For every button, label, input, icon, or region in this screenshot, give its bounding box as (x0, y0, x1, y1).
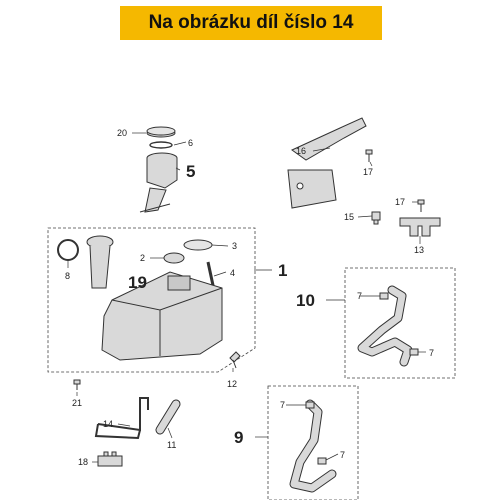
callout-4: 4 (230, 268, 235, 278)
hose-9-group-box (267, 385, 359, 500)
callout-7-b: 7 (429, 348, 434, 358)
callout-17-b: 17 (395, 197, 405, 207)
cap-2-part (163, 252, 185, 264)
callout-2: 2 (140, 253, 145, 263)
callout-1: 1 (278, 261, 287, 280)
callout-7-a: 7 (357, 291, 362, 301)
callout-19: 19 (128, 273, 147, 292)
hose-9-part (289, 399, 337, 493)
part-number-banner: Na obrázku díl číslo 14 (120, 6, 382, 40)
bracket-14-part (94, 397, 149, 440)
callout-3: 3 (232, 241, 237, 251)
bolt-21-part (73, 379, 81, 390)
bolt-12-part (229, 351, 241, 369)
clip-7a-part (379, 292, 389, 300)
callout-5: 5 (186, 162, 195, 181)
callout-10: 10 (296, 291, 315, 310)
fuel-filter-19-part (86, 235, 114, 289)
callout-13: 13 (414, 245, 424, 255)
fuel-tank-group-box (47, 227, 256, 373)
fuel-pump-ring-part (146, 126, 176, 138)
clip-7c-part (305, 401, 315, 409)
clip-7b-part (409, 348, 419, 356)
callout-6: 6 (188, 138, 193, 148)
callout-14: 14 (103, 419, 113, 429)
callout-16: 16 (296, 146, 306, 156)
fuel-pump-part (139, 152, 178, 213)
bracket-part (287, 117, 367, 209)
fuel-tank-part (101, 271, 223, 361)
callout-21: 21 (72, 398, 82, 408)
hose-11-part (155, 399, 181, 435)
hose-10-group-box (344, 267, 456, 379)
bolt-17-part (365, 149, 373, 162)
callout-11: 11 (167, 440, 176, 450)
banner-text: Na obrázku díl číslo 14 (148, 12, 354, 33)
seal-3-part (183, 239, 213, 251)
callout-18: 18 (78, 457, 88, 467)
callout-9: 9 (234, 428, 243, 447)
callout-15: 15 (344, 212, 354, 222)
pump-gasket-part (149, 141, 173, 149)
callout-8: 8 (65, 271, 70, 281)
callout-17-a: 17 (363, 167, 373, 177)
callout-7-d: 7 (340, 450, 345, 460)
callout-7-c: 7 (280, 400, 285, 410)
clip-7d-part (317, 457, 327, 465)
hose-10-part (357, 285, 413, 367)
callout-12: 12 (227, 379, 237, 389)
leader-lines (67, 132, 426, 463)
clamp-18-part (97, 451, 123, 467)
callout-20: 20 (117, 128, 127, 138)
bolt-17b-part (417, 199, 425, 212)
clip-15-part (371, 211, 381, 225)
clamp-13-part (399, 217, 441, 237)
o-ring-8-part (57, 239, 79, 261)
